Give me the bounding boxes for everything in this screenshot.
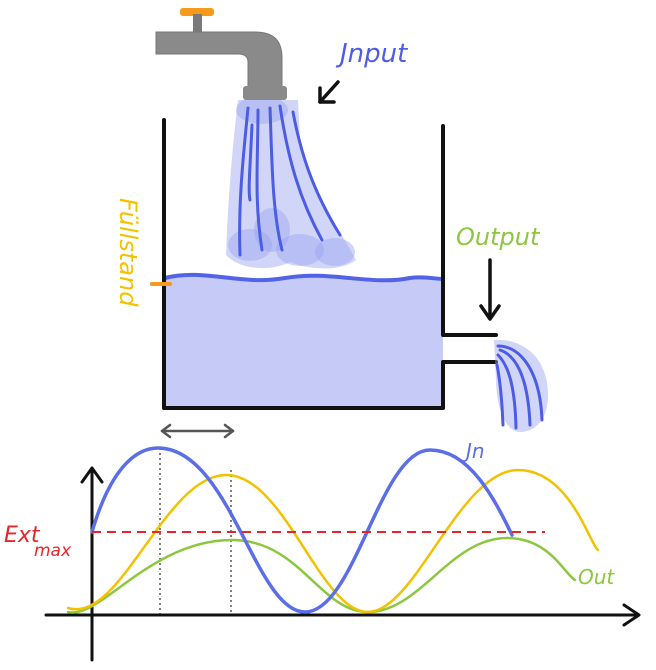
ext-max-label: Ext max bbox=[4, 523, 72, 561]
water-surface bbox=[163, 272, 445, 283]
out-curve bbox=[66, 536, 577, 614]
output-stream bbox=[494, 339, 548, 432]
output-label: Output bbox=[456, 223, 541, 251]
tank bbox=[162, 118, 498, 410]
in-curve bbox=[90, 446, 514, 614]
out-curve-label: Out bbox=[578, 565, 615, 589]
fill-level-label: Füllstand bbox=[114, 198, 142, 307]
graph-axes bbox=[44, 466, 641, 662]
ext-max-label-main: Ext bbox=[4, 523, 41, 548]
peak-guides bbox=[159, 448, 232, 615]
double-arrow-icon bbox=[160, 423, 235, 439]
ext-max-label-sub: max bbox=[34, 541, 72, 561]
tank-water bbox=[165, 274, 443, 407]
water-tap-icon bbox=[155, 8, 287, 100]
arrow-down-left-icon bbox=[318, 80, 340, 104]
arrow-down-icon bbox=[479, 258, 501, 321]
input-label: Jnput bbox=[335, 39, 408, 69]
input-stream bbox=[226, 96, 356, 269]
ext-curve bbox=[66, 468, 600, 614]
in-curve-label: Jn bbox=[462, 439, 485, 463]
